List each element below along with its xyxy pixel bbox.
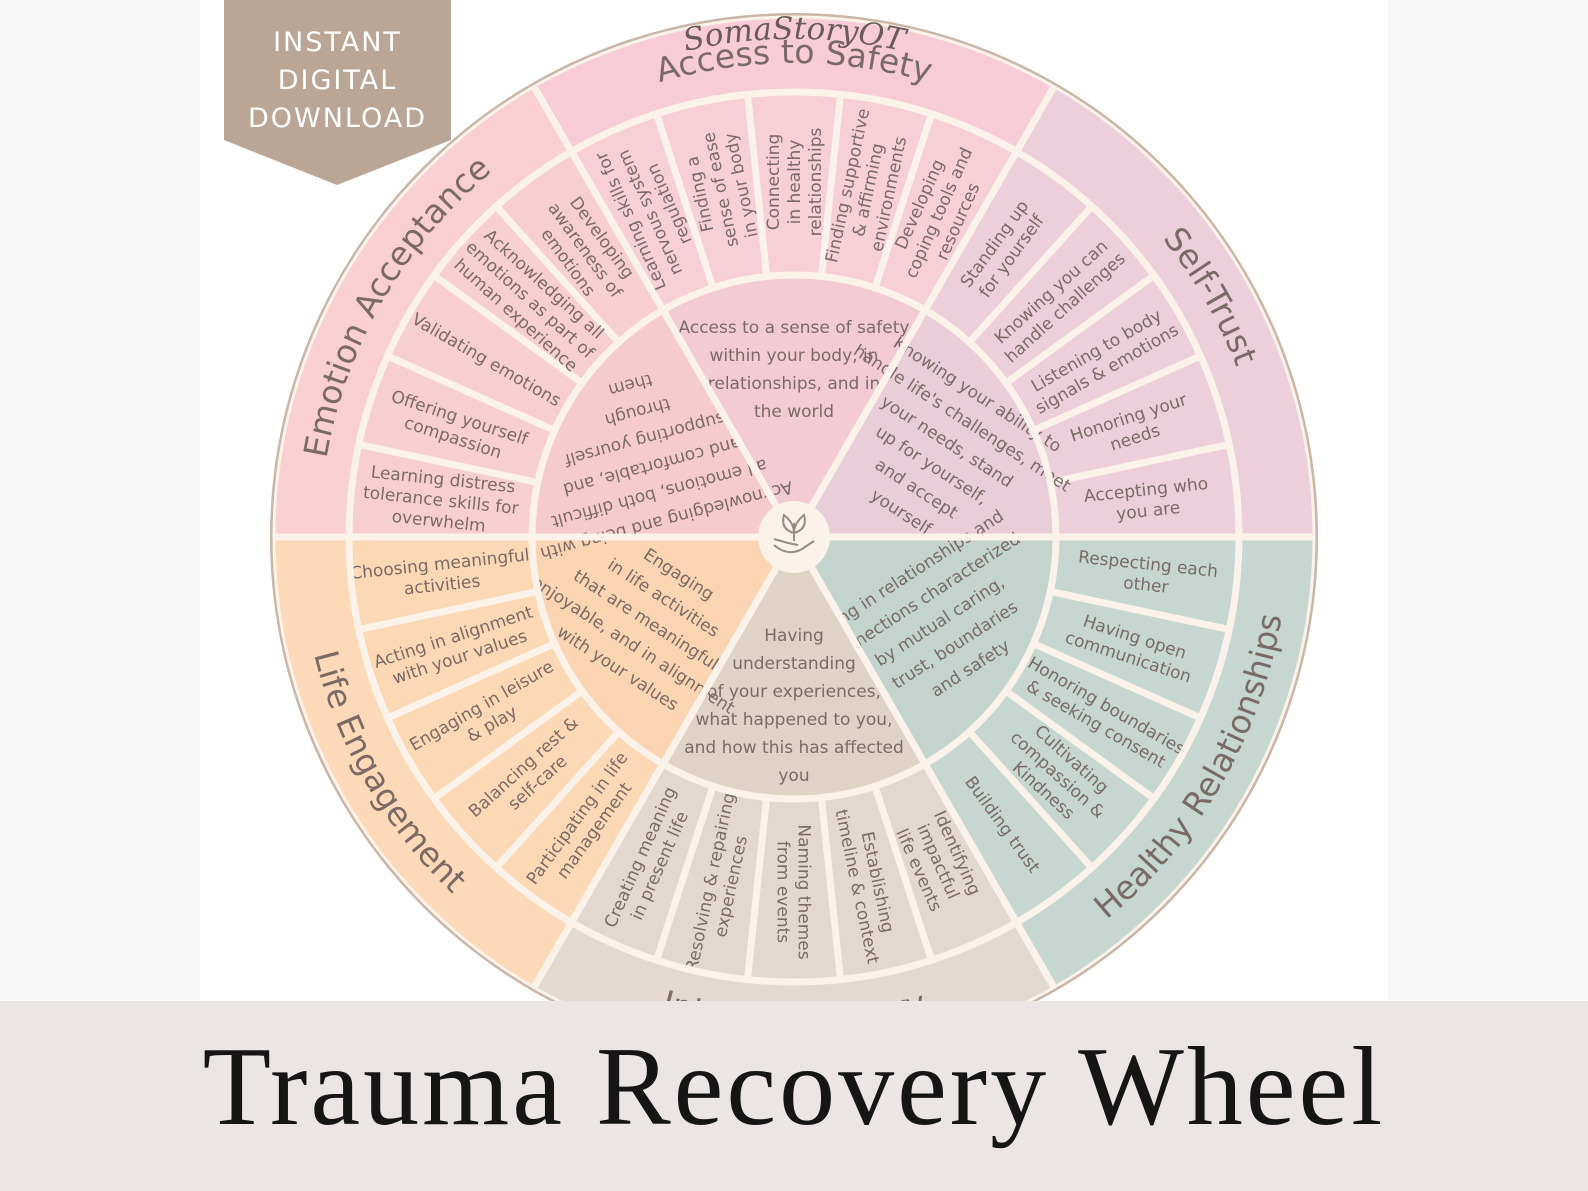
access-to-safety-outer-band [534, 16, 1054, 152]
item-divider [817, 94, 844, 277]
item-divider [1031, 352, 1202, 434]
badge-line-2: DIGITAL [277, 65, 398, 96]
life-engagement-outer-band [274, 537, 572, 988]
life-engagement-item-ring [349, 537, 663, 923]
item-divider [493, 729, 622, 871]
self-trust-outer-band [1016, 86, 1314, 537]
integrated-story-outer-band [534, 922, 1054, 1001]
item-divider [1031, 640, 1202, 722]
page-title: Trauma Recovery Wheel [202, 1025, 1386, 1149]
left-margin [0, 0, 200, 1000]
badge-line-1: INSTANT [273, 27, 402, 58]
access-to-safety-item-ring [571, 91, 1017, 311]
item-divider [493, 203, 622, 345]
emotion-acceptance-outer-band [274, 86, 572, 537]
wheel-segment-item: Connectingin healthyrelationships [764, 127, 826, 236]
item-divider [1003, 688, 1157, 802]
item-divider [966, 729, 1095, 871]
wheel-segment-item: Naming themesfrom events [773, 824, 814, 959]
item-divider [1049, 441, 1231, 486]
item-divider [431, 272, 585, 386]
recovery-wheel: Learning skills fornervous systemregulat… [270, 11, 1318, 1001]
item-divider [653, 112, 717, 289]
access-to-safety-core-wedge [663, 275, 925, 537]
item-divider [357, 588, 539, 633]
badge-line-3: DOWNLOAD [247, 103, 428, 134]
item-divider [386, 352, 557, 434]
instant-download-badge: INSTANT DIGITAL DOWNLOAD [224, 0, 451, 186]
item-divider [653, 785, 717, 962]
badge-shape [224, 0, 451, 185]
right-margin [1388, 0, 1588, 1000]
healthy-relationships-item-ring [925, 537, 1239, 923]
section-divider [530, 84, 798, 539]
hand-sprout-icon [773, 513, 815, 554]
emotion-acceptance-item-ring [349, 151, 663, 537]
section-divider [790, 84, 1058, 539]
item-divider [1003, 272, 1157, 386]
item-divider [871, 112, 935, 289]
title-banner: Trauma Recovery Wheel [0, 1001, 1588, 1191]
item-divider [744, 94, 771, 277]
item-divider [431, 688, 585, 802]
section-divider [530, 535, 798, 990]
section-divider [790, 535, 1058, 990]
item-divider [871, 785, 935, 962]
item-divider [817, 797, 844, 980]
item-divider [1049, 588, 1231, 633]
item-divider [744, 797, 771, 980]
item-divider [357, 441, 539, 486]
healthy-relationships-outer-band [1016, 537, 1314, 988]
self-trust-item-ring [925, 151, 1239, 537]
integrated-story-core-wedge [663, 537, 925, 799]
item-divider [386, 640, 557, 722]
integrated-story-item-ring [571, 763, 1017, 982]
item-divider [966, 203, 1095, 345]
